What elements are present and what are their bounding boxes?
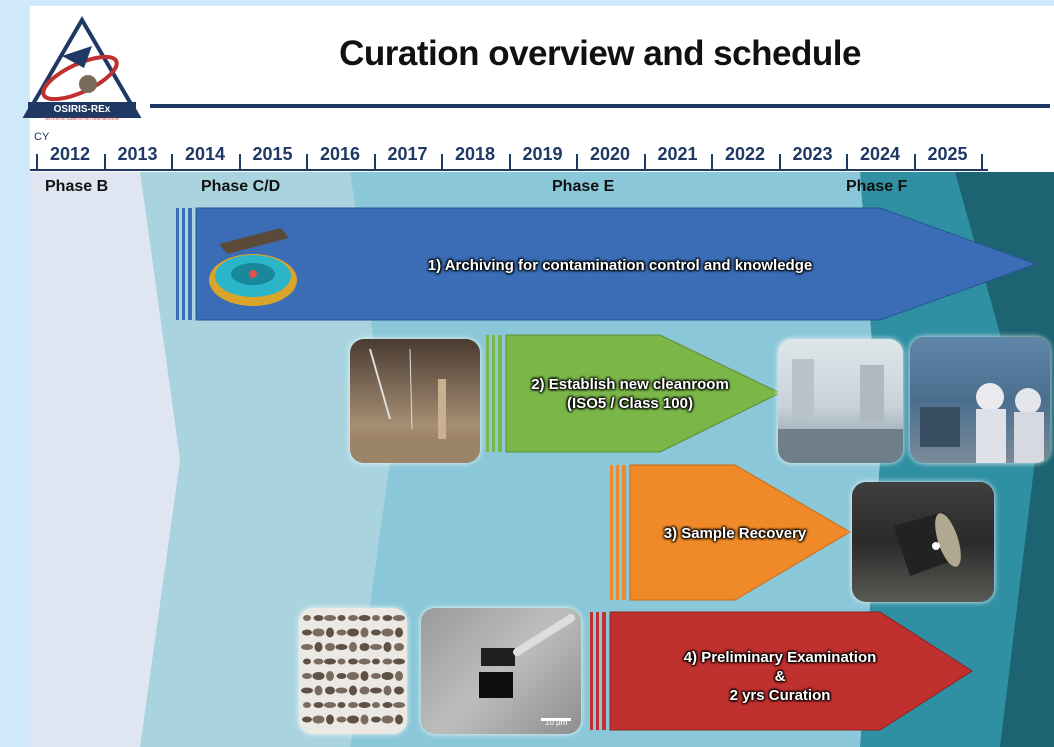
slide-border-left (0, 0, 30, 747)
cleanroom-workers-photo (910, 337, 1050, 463)
phase-label-f: Phase F (846, 178, 908, 195)
task-label-cleanroom: 2) Establish new cleanroom (ISO5 / Class… (500, 375, 760, 413)
phase-label-cd: Phase C/D (201, 178, 281, 195)
cleanroom-empty-photo (778, 339, 903, 463)
logo-text: OSIRIS-REx (54, 104, 111, 115)
year-tick (576, 154, 578, 170)
task-label-examination-line1: 4) Preliminary Examination (683, 649, 877, 666)
page-title: Curation overview and schedule (339, 34, 861, 73)
task-label-cleanroom-line2: (ISO5 / Class 100) (567, 395, 693, 412)
year-label-2013: 2013 (117, 144, 158, 164)
task-arrow-archiving (176, 207, 1038, 321)
timeline-axis (30, 169, 988, 171)
year-tick (508, 154, 511, 170)
year-tick (373, 154, 376, 170)
phase-b-band (30, 172, 180, 747)
task-arrow-recovery (610, 464, 851, 601)
sem-micrograph-photo: 10 µm (421, 608, 581, 734)
year-label-2025: 2025 (927, 144, 968, 164)
task-label-archiving: 1) Archiving for contamination control a… (427, 257, 813, 274)
logo-subtitle: ASTEROID SAMPLE RETURN MISSION (45, 116, 119, 121)
year-tick (711, 154, 713, 170)
year-label-2020: 2020 (590, 144, 631, 164)
task-label-examination-line3: 2 yrs Curation (729, 687, 831, 704)
year-label-2023: 2023 (792, 144, 833, 164)
year-label-2022: 2022 (725, 144, 766, 164)
year-tick (981, 154, 983, 170)
task-arrow-examination (590, 611, 973, 731)
sample-capsule-photo (852, 482, 994, 602)
task-label-recovery: 3) Sample Recovery (663, 525, 807, 542)
year-label-2017: 2017 (387, 144, 428, 164)
task-label-cleanroom-line1: 2) Establish new cleanroom (531, 376, 729, 393)
year-label-2015: 2015 (252, 144, 293, 164)
phase-label-b: Phase B (45, 178, 109, 195)
phase-label-e: Phase E (552, 178, 615, 195)
year-tick (103, 154, 106, 170)
year-tick (913, 154, 916, 170)
year-label-2024: 2024 (860, 144, 901, 164)
construction-site-photo (350, 339, 480, 463)
year-label-2012: 2012 (50, 144, 91, 164)
task-label-examination-line2: & (774, 668, 786, 685)
meteorite-samples-photo (299, 608, 407, 734)
year-tick (171, 154, 173, 170)
task-label-examination: 4) Preliminary Examination & 2 yrs Curat… (640, 648, 920, 705)
year-label-2016: 2016 (320, 144, 361, 164)
year-label-2014: 2014 (185, 144, 226, 164)
cy-label: CY (34, 131, 50, 143)
year-tick (441, 154, 443, 170)
year-tick (238, 154, 241, 170)
osiris-rex-logo: OSIRIS-REx ASTEROID SAMPLE RETURN MISSIO… (22, 16, 142, 124)
year-label-2018: 2018 (455, 144, 496, 164)
task-arrow-cleanroom (486, 334, 782, 453)
year-label-2019: 2019 (522, 144, 563, 164)
year-tick (643, 154, 646, 170)
year-tick (778, 154, 781, 170)
year-tick (846, 154, 848, 170)
scale-bar-label: 10 µm (545, 718, 568, 727)
title-rule (150, 104, 1050, 108)
year-tick (36, 154, 38, 170)
year-label-2021: 2021 (657, 144, 698, 164)
phase-end-band (955, 172, 1054, 747)
year-tick (306, 154, 308, 170)
slide-border-top (0, 0, 1054, 6)
sample-container-image (205, 222, 305, 312)
